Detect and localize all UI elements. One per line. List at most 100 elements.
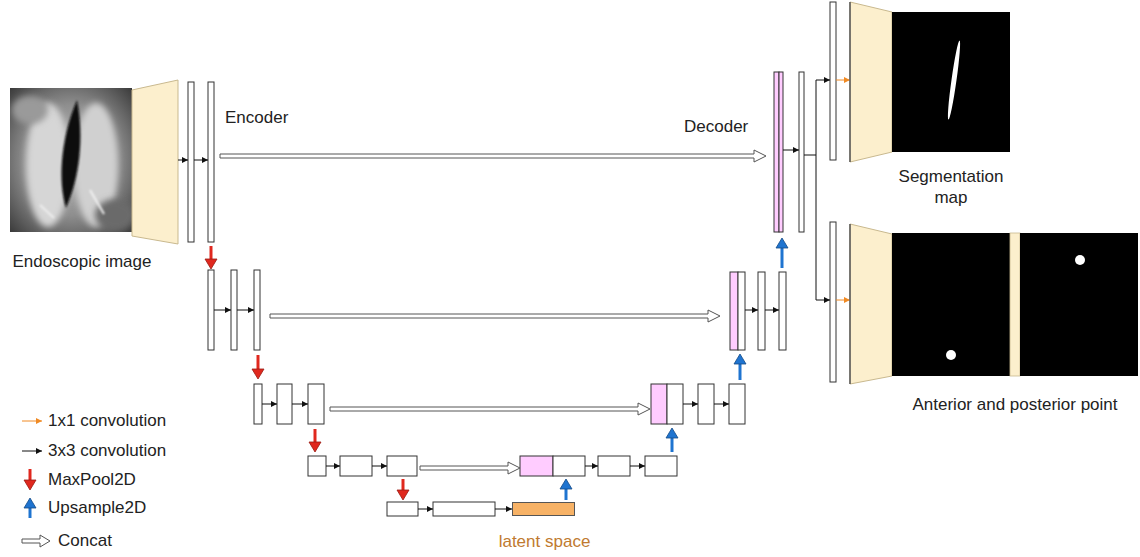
conv-arrow: [816, 80, 830, 81]
glottis-slit: [61, 100, 80, 208]
maxpool-shaft: [257, 355, 260, 370]
image-caption: Segmentation map: [886, 166, 1016, 208]
concat-map: [779, 72, 783, 232]
upsample-head: [560, 479, 572, 489]
feature-map: [738, 272, 745, 350]
upsample-shaft: [781, 247, 784, 268]
projection-trapezoid: [850, 2, 892, 162]
conv-arrow: [237, 310, 254, 311]
legend-sample: [22, 535, 50, 547]
landmark-point: [946, 350, 956, 360]
skip-arrow: [420, 462, 520, 474]
conv-arrow: [630, 466, 645, 467]
conv-arrow: [495, 509, 512, 510]
upsample-head: [666, 428, 678, 438]
heatmap-image: [892, 233, 1010, 376]
feature-map: [758, 272, 765, 350]
concat-map: [730, 272, 738, 350]
conv-arrow: [262, 404, 277, 405]
legend-entry: 1x1 convolution: [48, 411, 166, 431]
legend-text: Concat: [58, 531, 112, 550]
legend-text: Upsample2D: [48, 498, 146, 517]
image-caption: Endoscopic image: [4, 251, 160, 272]
concat-map: [520, 456, 553, 476]
maxpool-shaft: [210, 246, 213, 260]
legend-sample: [24, 480, 36, 490]
skip-arrow: [270, 310, 720, 322]
feature-map: [277, 384, 292, 424]
feature-map: [830, 222, 836, 382]
feature-map: [779, 272, 786, 350]
output-node: Anterior and posterior point: [892, 233, 1138, 417]
feature-map: [433, 502, 495, 516]
legend-sample: [22, 451, 42, 452]
maxpool-head: [309, 442, 321, 452]
heatmap-image: [1020, 233, 1138, 376]
conv-arrow: [714, 404, 729, 405]
conv-arrow: [765, 310, 779, 311]
endoscopic-photo: [10, 88, 132, 232]
conv-arrow: [585, 466, 598, 467]
legend-sample: [29, 507, 32, 518]
upsample-head: [776, 238, 788, 248]
branch-line: [804, 80, 816, 300]
conv-arrow: [194, 160, 208, 161]
skip-arrow: [330, 403, 650, 415]
maxpool-head: [397, 490, 409, 500]
upsample-arrows: [560, 238, 788, 500]
feature-map: [254, 384, 262, 424]
glottis-mask: [946, 40, 962, 120]
upsample-shaft: [671, 437, 674, 452]
feature-map: [799, 72, 804, 232]
legend-text: 1x1 convolution: [48, 411, 166, 430]
section-label: Decoder: [684, 117, 748, 137]
feature-map: [729, 384, 745, 424]
upsample-head: [734, 354, 746, 364]
conv-arrow: [326, 466, 340, 467]
pointwise-arrow: [836, 80, 850, 81]
maxpool-arrows: [205, 246, 409, 500]
feature-map: [698, 384, 714, 424]
feature-map: [308, 456, 326, 476]
feature-map: [387, 502, 418, 516]
image-caption: Anterior and posterior point: [882, 394, 1140, 415]
conv-arrow: [816, 300, 830, 301]
conv-arrow: [214, 310, 231, 311]
light-reflex: [40, 205, 54, 218]
image-separator: [1010, 233, 1020, 376]
feature-map: [231, 270, 237, 350]
pointwise-arrow: [836, 300, 850, 301]
projection-edge: [849, 224, 851, 384]
conv-arrow: [783, 150, 799, 151]
concat-map: [774, 72, 779, 232]
legend-entry: Upsample2D: [48, 498, 146, 518]
upsample-shaft: [739, 363, 742, 380]
legend-sample: [29, 469, 32, 481]
latent-label: latent space: [473, 531, 616, 552]
tissue-shade: [12, 96, 48, 124]
feature-map: [830, 2, 836, 160]
feature-map: [598, 456, 630, 476]
legend-sample: [22, 421, 42, 422]
conv-arrow: [372, 466, 387, 467]
maxpool-head: [252, 369, 264, 379]
upsample-shaft: [565, 488, 568, 500]
image-node: Endoscopic image: [4, 88, 160, 274]
conv-arrow: [178, 160, 188, 161]
skip-arrow: [220, 150, 766, 162]
segmentation-image: [892, 12, 1010, 152]
legend-entry: MaxPool2D: [48, 470, 136, 490]
latent-box: latent space: [512, 502, 575, 516]
feature-map: [340, 456, 372, 476]
output-node: Segmentation map: [886, 12, 1016, 212]
legend-text: 3x3 convolution: [48, 441, 166, 460]
projection-trapezoid: [850, 224, 892, 384]
conv-arrow: [292, 404, 308, 405]
feature-map: [208, 270, 214, 350]
feature-map: [208, 82, 214, 242]
feature-map: [308, 384, 324, 424]
tissue-shade: [95, 199, 132, 231]
feature-map: [254, 270, 260, 350]
